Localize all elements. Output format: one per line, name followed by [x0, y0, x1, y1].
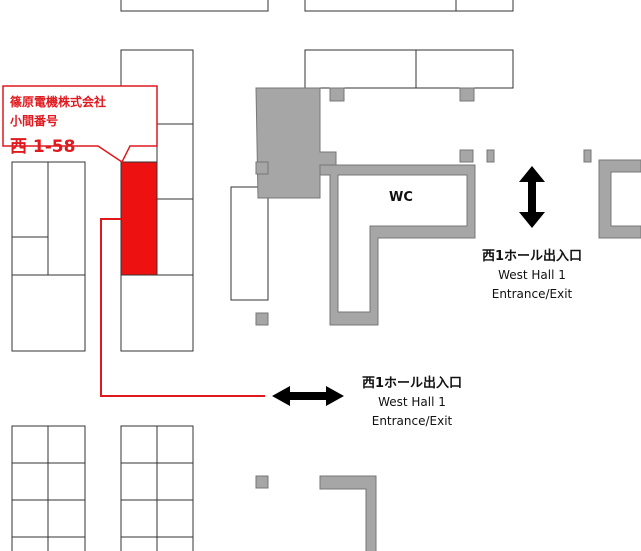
booth-block	[230, 186, 269, 301]
pillar	[459, 87, 475, 102]
booth-callout: 篠原電機株式会社 小間番号 西 1-58	[3, 86, 157, 159]
entrance-label-lower: 西1ホール出入口 West Hall 1 Entrance/Exit	[361, 376, 463, 428]
wall-block	[255, 87, 337, 199]
pillar	[486, 149, 495, 163]
entrance-label-upper: 西1ホール出入口 West Hall 1 Entrance/Exit	[481, 249, 583, 301]
wc-label: WC	[389, 190, 413, 205]
wc-wall	[319, 164, 476, 326]
entrance-arrow-horizontal	[272, 386, 344, 406]
pillar	[255, 475, 269, 489]
booth-label: 小間番号	[10, 114, 59, 128]
booth-number: 西 1-58	[10, 137, 76, 157]
booth-block	[304, 49, 514, 89]
wall-block-right	[598, 159, 641, 239]
booth-block	[304, 0, 514, 12]
pillar	[255, 312, 269, 326]
booth-block	[120, 0, 269, 12]
entrance-arrow-vertical	[519, 166, 545, 228]
callout-box	[2, 85, 158, 164]
company-name: 篠原電機株式会社	[10, 95, 107, 109]
leader-line	[100, 218, 265, 397]
pillar	[459, 149, 474, 163]
highlighted-booth[interactable]	[120, 161, 158, 276]
pillar	[255, 161, 269, 175]
wall-block-bottom	[319, 475, 377, 551]
pillar	[583, 149, 592, 163]
pillar	[329, 87, 345, 102]
